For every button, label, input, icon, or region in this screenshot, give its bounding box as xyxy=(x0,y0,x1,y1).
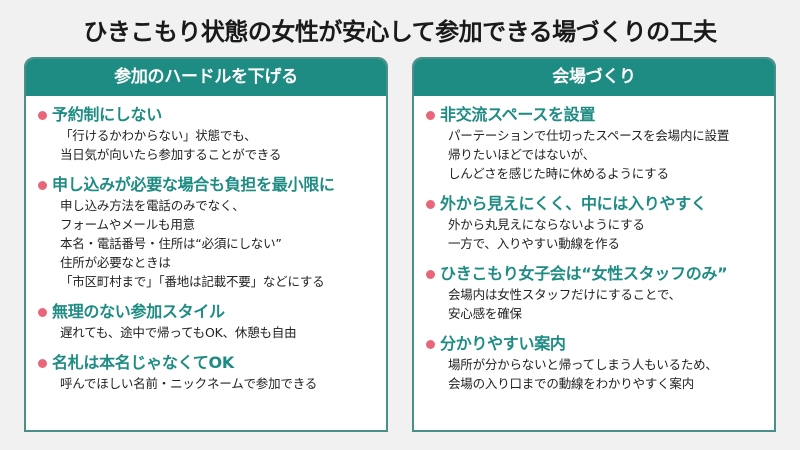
item-heading: 無理のない参加スタイル xyxy=(52,302,225,321)
body-line: フォームやメールも用意 xyxy=(60,217,195,232)
item-heading: 予約制にしない xyxy=(52,105,162,124)
list-item: 外から見えにくく、中には入りやすく 外から丸見えにならないようにする 一方で、入… xyxy=(426,193,774,253)
body-line: 本名・電話番号・住所は“必須にしない” xyxy=(60,236,282,251)
item-body: 遅れても、途中で帰ってもOK、休憩も自由 xyxy=(60,323,386,342)
body-line: 帰りたいほどではないが、 xyxy=(448,147,596,162)
body-line: 「行けるかわからない」状態でも、 xyxy=(60,128,257,143)
body-line: 申し込み方法を電話のみでなく、 xyxy=(60,198,245,213)
item-heading: 外から見えにくく、中には入りやすく xyxy=(440,194,707,213)
item-list: 予約制にしない 「行けるかわからない」状態でも、 当日気が向いたら参加することが… xyxy=(26,96,386,393)
body-line: 当日気が向いたら参加することができる xyxy=(60,147,282,162)
item-body: 呼んでほしい名前・ニックネームで参加できる xyxy=(60,374,386,393)
body-line: 会場の入り口までの動線をわかりやすく案内 xyxy=(448,376,695,391)
bullet-dot-icon xyxy=(38,307,47,317)
bullet-dot-icon xyxy=(426,269,435,279)
panel-header: 会場づくり xyxy=(414,59,774,96)
bullet-dot-icon xyxy=(426,339,435,349)
body-line: 会場内は女性スタッフだけにすることで、 xyxy=(448,287,681,302)
item-body: 外から丸見えにならないようにする 一方で、入りやすい動線を作る xyxy=(448,215,774,253)
body-line: 外から丸見えにならないようにする xyxy=(448,217,645,232)
item-heading: 名札は本名じゃなくてOK xyxy=(52,353,234,372)
item-heading: ひきこもり女子会は“女性スタッフのみ” xyxy=(440,264,728,283)
item-list: 非交流スペースを設置 パーテーションで仕切ったスペースを会場内に設置 帰りたいほ… xyxy=(414,96,774,393)
body-line: 住所が必要なときは xyxy=(60,255,171,270)
list-item: 予約制にしない 「行けるかわからない」状態でも、 当日気が向いたら参加することが… xyxy=(38,104,386,164)
item-body: 「行けるかわからない」状態でも、 当日気が向いたら参加することができる xyxy=(60,126,386,164)
item-body: 申し込み方法を電話のみでなく、 フォームやメールも用意 本名・電話番号・住所は“… xyxy=(60,196,386,291)
list-item: 分かりやすい案内 場所が分からないと帰ってしまう人もいるため、 会場の入り口まで… xyxy=(426,333,774,393)
body-line: しんどさを感じた時に休めるようにする xyxy=(448,166,669,181)
bullet-dot-icon xyxy=(426,199,435,209)
item-heading: 非交流スペースを設置 xyxy=(440,105,596,124)
bullet-dot-icon xyxy=(38,358,47,368)
list-item: 無理のない参加スタイル 遅れても、途中で帰ってもOK、休憩も自由 xyxy=(38,301,386,342)
bullet-dot-icon xyxy=(426,110,435,120)
body-line: 呼んでほしい名前・ニックネームで参加できる xyxy=(60,376,318,391)
bullet-dot-icon xyxy=(38,180,47,190)
item-heading: 分かりやすい案内 xyxy=(440,334,566,353)
body-line: 安心感を確保 xyxy=(448,306,522,321)
bullet-dot-icon xyxy=(38,110,47,120)
body-line: 遅れても、途中で帰ってもOK、休憩も自由 xyxy=(60,325,297,340)
list-item: 非交流スペースを設置 パーテーションで仕切ったスペースを会場内に設置 帰りたいほ… xyxy=(426,104,774,183)
panel-venue-design: 会場づくり 非交流スペースを設置 パーテーションで仕切ったスペースを会場内に設置… xyxy=(412,57,776,432)
panel-lower-barriers: 参加のハードルを下げる 予約制にしない 「行けるかわからない」状態でも、 当日気… xyxy=(24,57,388,432)
item-heading: 申し込みが必要な場合も負担を最小限に xyxy=(52,175,335,194)
list-item: 申し込みが必要な場合も負担を最小限に 申し込み方法を電話のみでなく、 フォームや… xyxy=(38,174,386,291)
body-line: パーテーションで仕切ったスペースを会場内に設置 xyxy=(448,128,730,143)
item-body: 会場内は女性スタッフだけにすることで、 安心感を確保 xyxy=(448,285,774,323)
item-body: パーテーションで仕切ったスペースを会場内に設置 帰りたいほどではないが、 しんど… xyxy=(448,126,774,183)
page-title: ひきこもり状態の女性が安心して参加できる場づくりの工夫 xyxy=(83,18,717,46)
body-line: 場所が分からないと帰ってしまう人もいるため、 xyxy=(448,357,718,372)
list-item: ひきこもり女子会は“女性スタッフのみ” 会場内は女性スタッフだけにすることで、 … xyxy=(426,263,774,323)
body-line: 「市区町村まで」「番地は記載不要」などにする xyxy=(60,274,325,289)
list-item: 名札は本名じゃなくてOK 呼んでほしい名前・ニックネームで参加できる xyxy=(38,352,386,393)
item-body: 場所が分からないと帰ってしまう人もいるため、 会場の入り口までの動線をわかりやす… xyxy=(448,355,774,393)
panel-header: 参加のハードルを下げる xyxy=(26,59,386,96)
body-line: 一方で、入りやすい動線を作る xyxy=(448,236,620,251)
